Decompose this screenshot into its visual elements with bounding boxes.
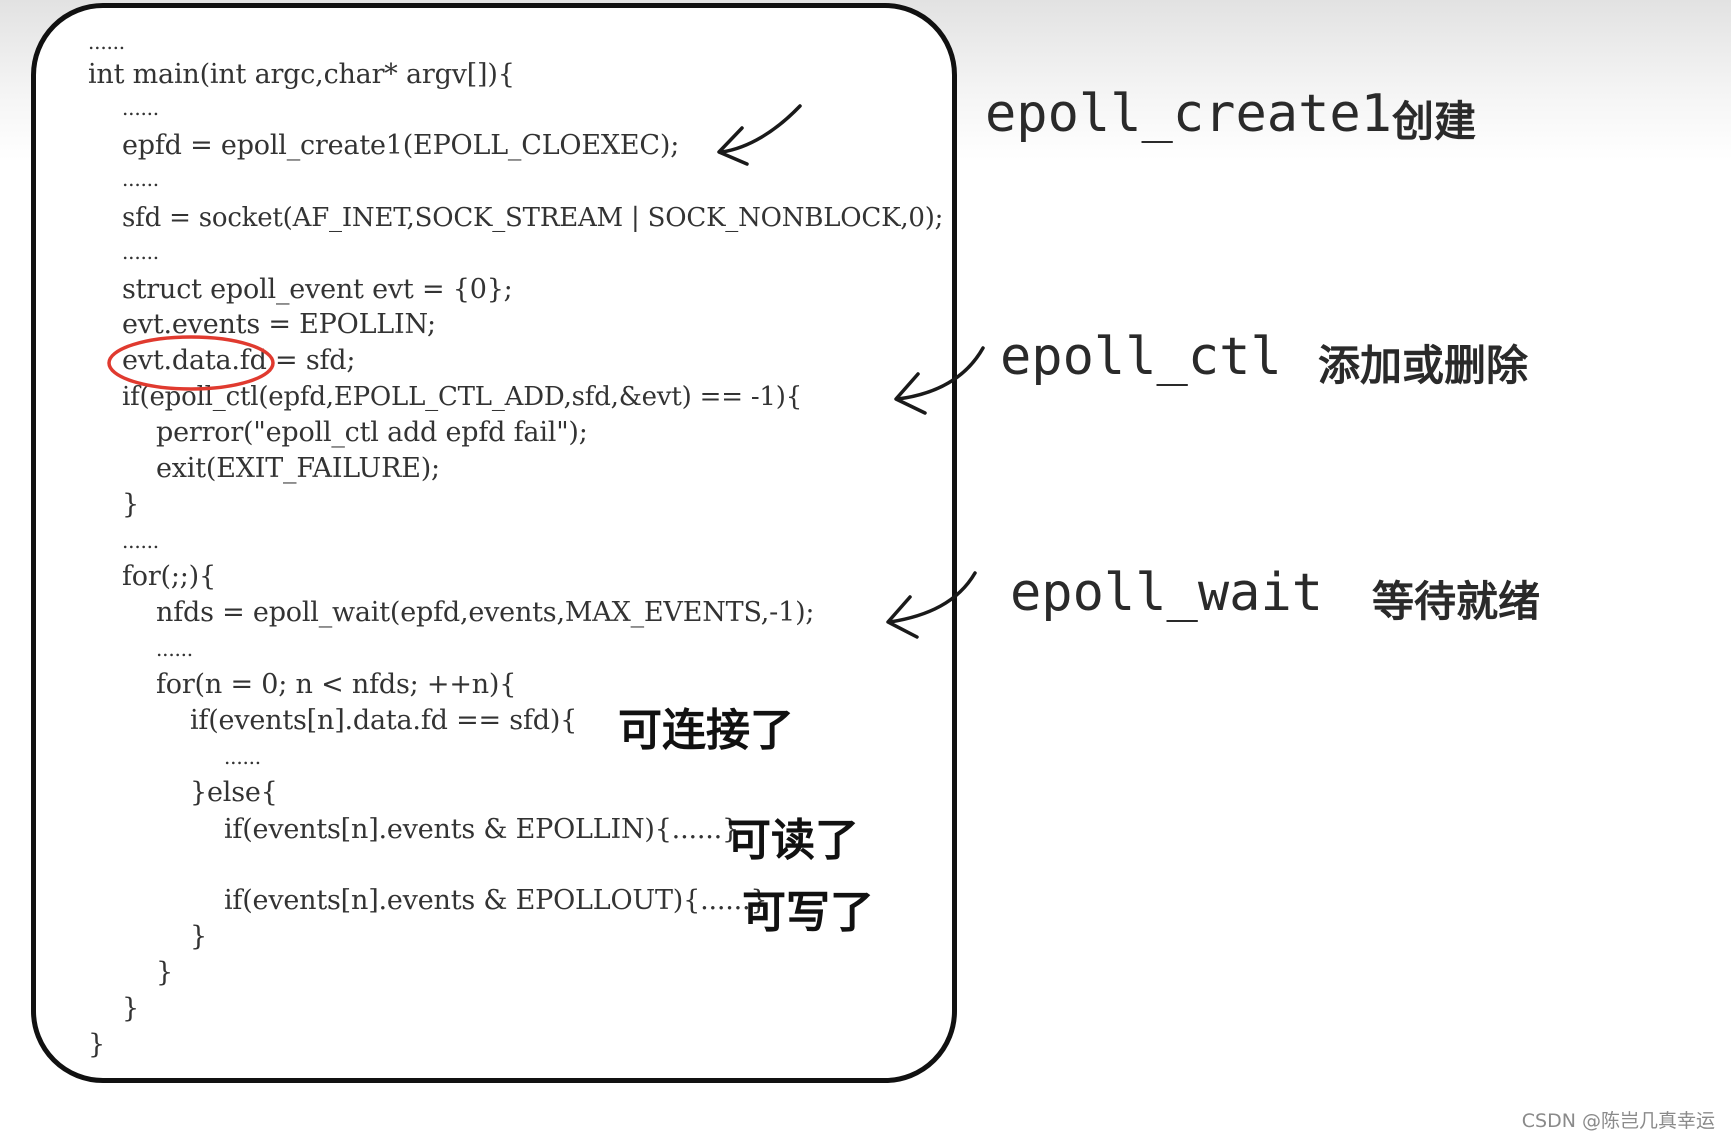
code-line: ...... <box>122 96 159 120</box>
code-line: ...... <box>122 167 159 191</box>
code-line: if(events[n].events & EPOLLOUT){......} <box>224 885 768 916</box>
arrow-to-create <box>720 104 802 154</box>
code-line: } <box>88 1029 105 1060</box>
arrow-to-wait <box>888 571 977 624</box>
watermark: CSDN @陈岂几真幸运 <box>1521 1110 1715 1132</box>
code-line: if(events[n].data.fd == sfd){ <box>190 705 578 736</box>
highlight-circle <box>107 335 275 391</box>
annotation-wait-api: epoll_wait <box>1010 563 1324 623</box>
code-line: evt.events = EPOLLIN; <box>122 309 436 340</box>
code-line: ...... <box>122 240 159 264</box>
code-line: exit(EXIT_FAILURE); <box>156 453 440 484</box>
annotation-ctl-api: epoll_ctl <box>1000 327 1282 387</box>
code-line: nfds = epoll_wait(epfd,events,MAX_EVENTS… <box>156 597 815 628</box>
code-line: }else{ <box>190 777 278 808</box>
code-line: if(events[n].events & EPOLLIN){......} <box>224 814 739 845</box>
annotation-create-desc: 创建 <box>1392 97 1477 146</box>
annotation-create-api: epoll_create1 <box>985 84 1392 144</box>
code-line: ...... <box>156 637 193 661</box>
code-line: } <box>156 957 173 988</box>
code-line: } <box>122 489 139 520</box>
code-line-highlighted: evt.data.fd = sfd; <box>122 345 356 376</box>
arrowhead-ctl <box>894 372 927 415</box>
code-line: ...... <box>122 529 159 553</box>
code-line: for(;;){ <box>122 561 216 592</box>
code-line: if(epoll_ctl(epfd,EPOLL_CTL_ADD,sfd,&evt… <box>122 382 803 412</box>
arrowhead-wait <box>886 595 919 639</box>
code-line: ...... <box>224 745 261 769</box>
code-line: for(n = 0; n < nfds; ++n){ <box>156 669 517 700</box>
arrow-to-ctl <box>896 346 985 401</box>
code-line: perror("epoll_ctl add epfd fail"); <box>156 417 588 448</box>
note-readable: 可读了 <box>727 815 859 866</box>
code-line: } <box>190 921 207 952</box>
note-connectable: 可连接了 <box>618 705 794 756</box>
code-line: epfd = epoll_create1(EPOLL_CLOEXEC); <box>122 130 680 161</box>
annotation-ctl-desc: 添加或删除 <box>1318 341 1529 390</box>
note-writable: 可写了 <box>742 887 874 938</box>
annotation-wait-desc: 等待就绪 <box>1372 577 1541 626</box>
code-line: ...... <box>88 30 125 54</box>
code-line: } <box>122 993 139 1024</box>
code-line: sfd = socket(AF_INET,SOCK_STREAM | SOCK_… <box>122 203 944 233</box>
code-line: struct epoll_event evt = {0}; <box>122 274 513 305</box>
arrowhead-create <box>717 126 749 166</box>
code-line: int main(int argc,char* argv[]){ <box>88 59 515 90</box>
code-frame <box>31 3 957 1083</box>
